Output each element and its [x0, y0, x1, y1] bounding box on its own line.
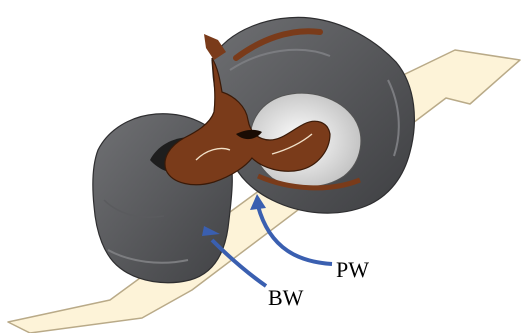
- label-bw: BW: [268, 285, 304, 310]
- label-pw: PW: [336, 257, 369, 282]
